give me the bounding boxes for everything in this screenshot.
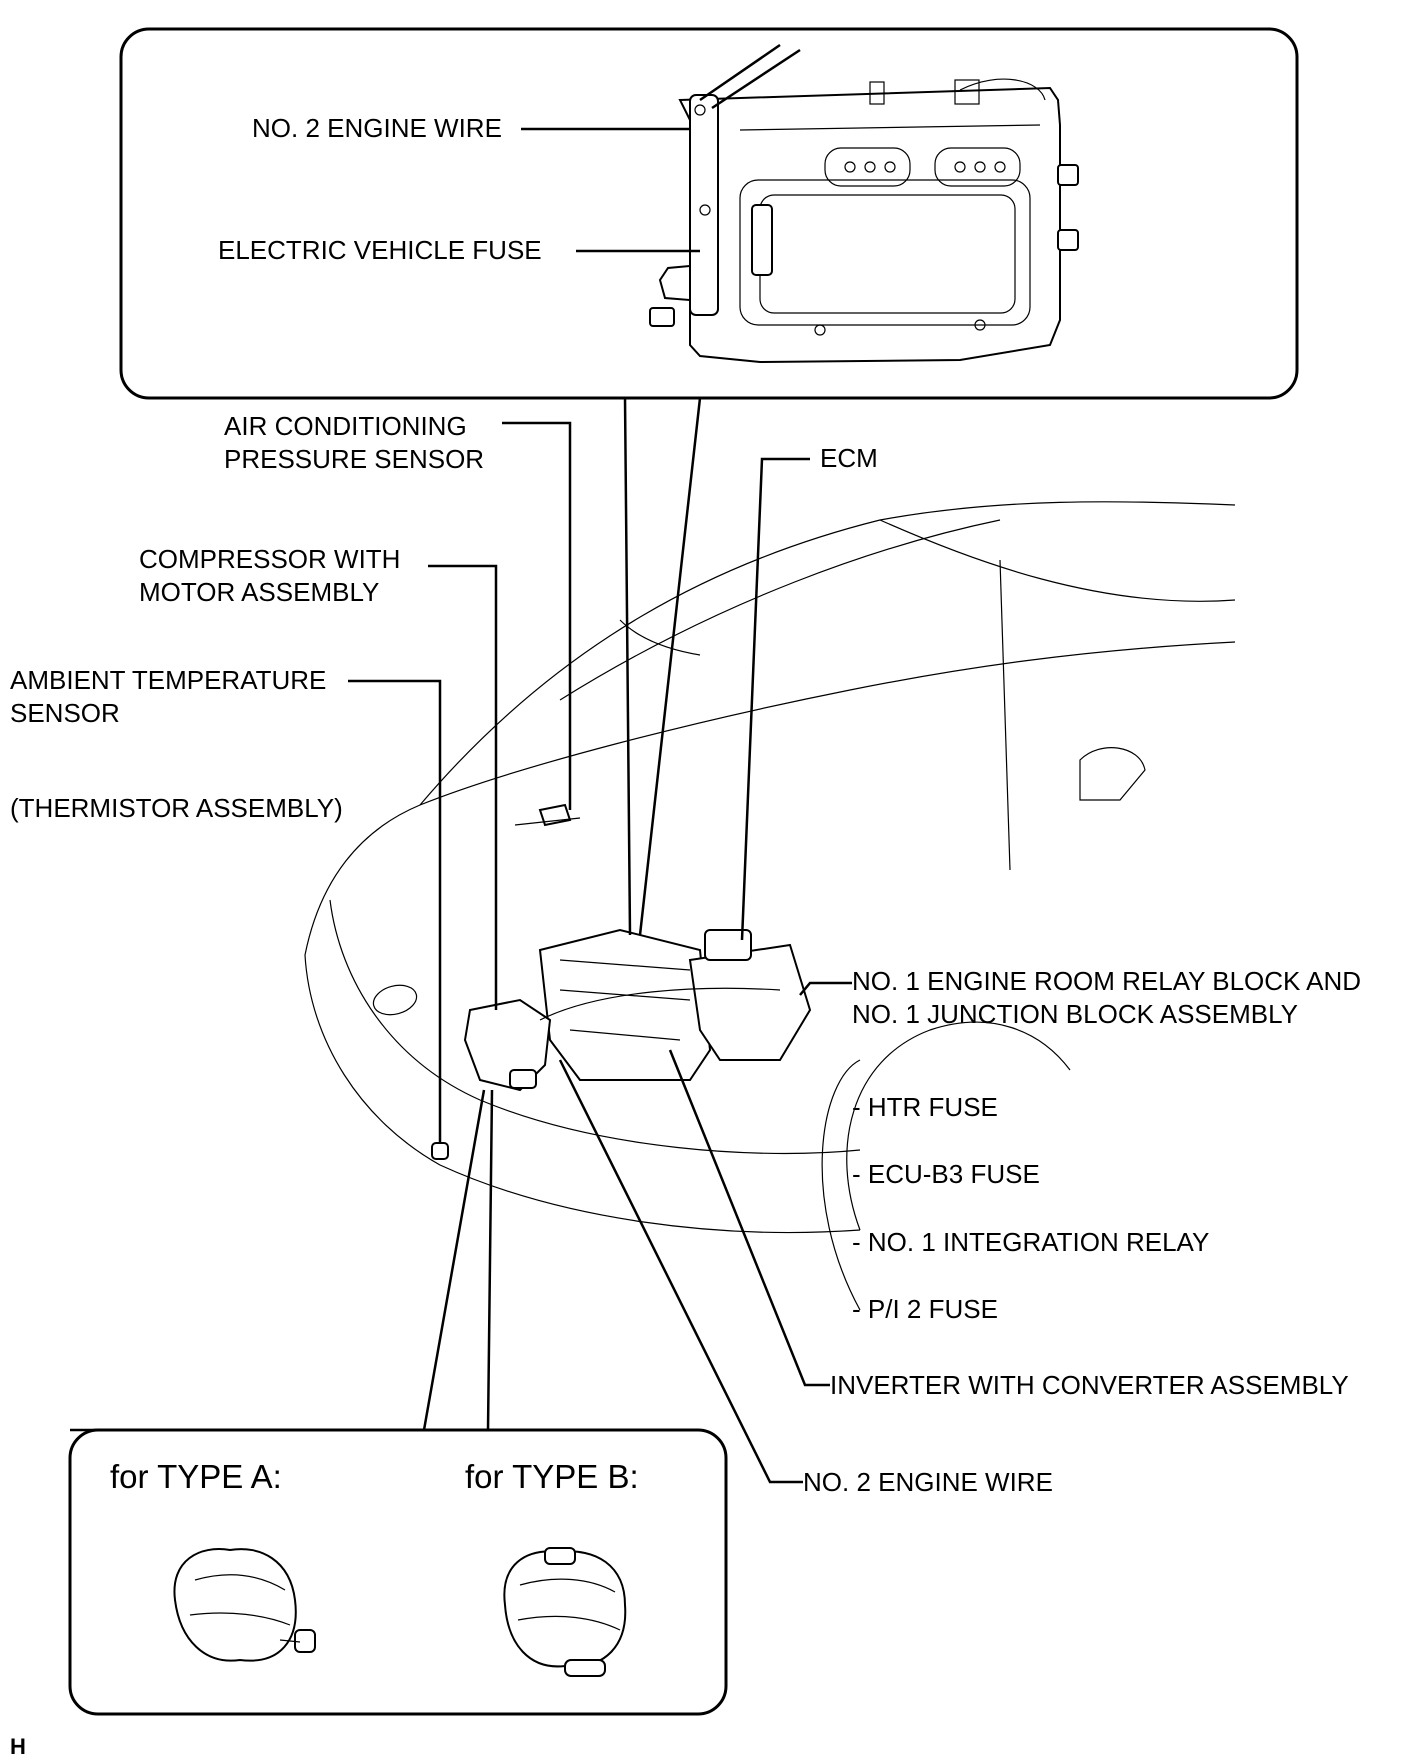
label-air-conditioning-pressure-sensor: AIR CONDITIONING PRESSURE SENSOR bbox=[224, 410, 484, 476]
engine-components-illustration bbox=[431, 803, 812, 1160]
label-line: COMPRESSOR WITH bbox=[139, 544, 401, 574]
label-htr-fuse: - HTR FUSE bbox=[852, 1092, 998, 1122]
label-line: MOTOR ASSEMBLY bbox=[139, 577, 380, 607]
label-line: NO. 1 ENGINE ROOM RELAY BLOCK AND bbox=[852, 966, 1362, 996]
label-thermistor-assembly: (THERMISTOR ASSEMBLY) bbox=[10, 793, 343, 823]
label-relay-block: NO. 1 ENGINE ROOM RELAY BLOCK AND NO. 1 … bbox=[852, 965, 1361, 1031]
label-no1-integration-relay: - NO. 1 INTEGRATION RELAY bbox=[852, 1227, 1210, 1257]
label-no2-engine-wire-top: NO. 2 ENGINE WIRE bbox=[252, 113, 502, 143]
compressor-type-b-illustration bbox=[503, 1547, 627, 1677]
label-line: AIR CONDITIONING bbox=[224, 411, 467, 441]
vehicle-outline bbox=[304, 501, 1236, 1234]
label-ambient-temperature-sensor: AMBIENT TEMPERATURE SENSOR bbox=[10, 664, 326, 730]
compressor-type-a-illustration bbox=[173, 1548, 316, 1662]
corner-mark: H bbox=[10, 1734, 26, 1759]
label-line: NO. 1 JUNCTION BLOCK ASSEMBLY bbox=[852, 999, 1298, 1029]
label-compressor-with-motor-assembly: COMPRESSOR WITH MOTOR ASSEMBLY bbox=[139, 543, 400, 609]
label-inverter-with-converter-assembly: INVERTER WITH CONVERTER ASSEMBLY bbox=[830, 1370, 1349, 1400]
label-pi2-fuse: - P/I 2 FUSE bbox=[852, 1294, 998, 1324]
label-no2-engine-wire-bottom: NO. 2 ENGINE WIRE bbox=[803, 1467, 1053, 1497]
inverter-detail-illustration bbox=[649, 43, 1079, 364]
label-line: AMBIENT TEMPERATURE bbox=[10, 665, 327, 695]
label-line: PRESSURE SENSOR bbox=[224, 444, 485, 474]
label-line: SENSOR bbox=[10, 698, 120, 728]
label-for-type-b: for TYPE B: bbox=[465, 1458, 639, 1495]
label-electric-vehicle-fuse: ELECTRIC VEHICLE FUSE bbox=[218, 235, 542, 265]
label-for-type-a: for TYPE A: bbox=[110, 1458, 282, 1495]
label-ecm: ECM bbox=[820, 443, 878, 473]
label-ecu-b3-fuse: - ECU-B3 FUSE bbox=[852, 1159, 1040, 1189]
